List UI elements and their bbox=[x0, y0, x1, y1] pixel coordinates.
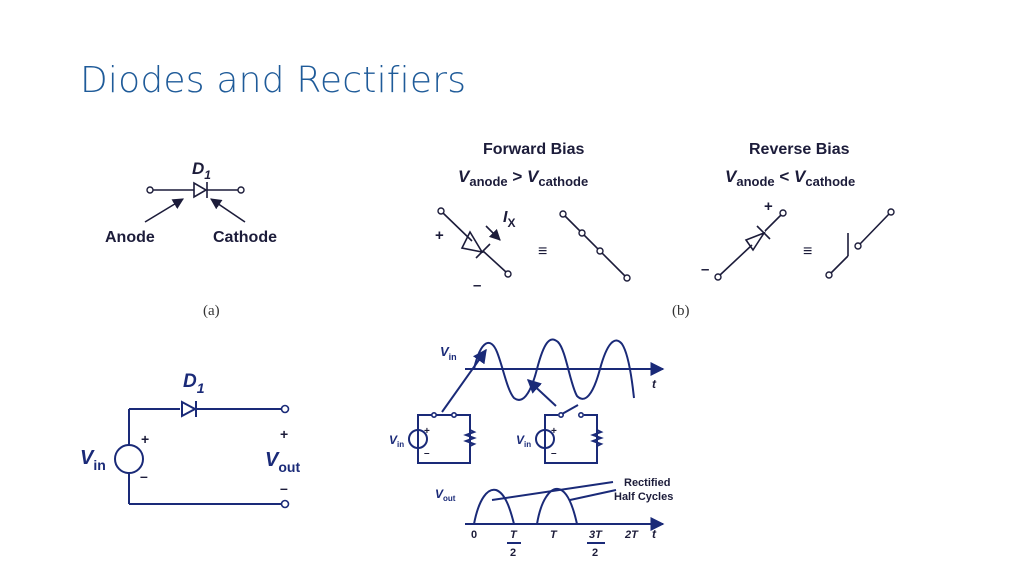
annotation-pointer-2 bbox=[569, 489, 617, 501]
reverse-bias: Reverse Bias Vanode < Vcathode + – ≡ (b) bbox=[672, 141, 895, 319]
diode-symbol: D1 Anode Cathode (a) bbox=[105, 159, 277, 319]
source-circle bbox=[114, 444, 144, 474]
slide-title: Diodes and Rectifiers bbox=[80, 60, 467, 101]
reverse-equiv: ≡ bbox=[803, 243, 812, 260]
diode-name: D bbox=[192, 159, 204, 178]
svg-text:IX: IX bbox=[503, 209, 515, 230]
cathode-label: Cathode bbox=[213, 229, 277, 246]
svg-text:t: t bbox=[652, 527, 657, 541]
svg-text:+: + bbox=[424, 426, 430, 437]
reverse-diode-triangle bbox=[744, 231, 767, 252]
forward-diode-triangle bbox=[460, 230, 484, 254]
svg-text:–: – bbox=[280, 480, 288, 496]
svg-text:D1: D1 bbox=[192, 159, 211, 182]
anode-arrow bbox=[144, 198, 184, 223]
svg-text:2T: 2T bbox=[624, 529, 639, 541]
reverse-bias-title: Reverse Bias bbox=[749, 141, 850, 158]
svg-text:D1: D1 bbox=[183, 371, 205, 396]
rectifier-diode-triangle bbox=[181, 400, 198, 418]
svg-text:T: T bbox=[510, 529, 518, 541]
svg-text:+: + bbox=[280, 426, 288, 442]
caption-a: (a) bbox=[203, 303, 220, 319]
svg-text:+: + bbox=[764, 198, 773, 215]
svg-text:Vin: Vin bbox=[80, 447, 106, 473]
rectifier-circuit: D1 + – Vin + Vout – bbox=[80, 371, 300, 509]
svg-text:–: – bbox=[551, 448, 557, 459]
current-label: I bbox=[503, 209, 508, 226]
annotation-line1: Rectified bbox=[624, 477, 670, 489]
annotation-pointer-1 bbox=[491, 481, 614, 501]
cathode-arrow bbox=[210, 198, 246, 223]
svg-text:–: – bbox=[701, 261, 709, 278]
caption-b: (b) bbox=[672, 303, 690, 319]
svg-text:+: + bbox=[551, 426, 557, 437]
svg-text:–: – bbox=[473, 277, 481, 294]
svg-text:t: t bbox=[652, 377, 657, 391]
svg-text:T: T bbox=[550, 529, 558, 541]
svg-text:Vin: Vin bbox=[516, 433, 531, 449]
waveforms: Vin t Vin + – Vin + – bbox=[389, 338, 673, 559]
vin-sine-wave bbox=[473, 338, 635, 401]
svg-text:Vin: Vin bbox=[389, 433, 404, 449]
circuit-negative-cycle: Vin + – bbox=[516, 404, 604, 464]
svg-text:3T: 3T bbox=[589, 529, 603, 541]
svg-text:2: 2 bbox=[510, 547, 516, 559]
svg-text:Vanode < Vcathode: Vanode < Vcathode bbox=[725, 167, 855, 189]
svg-text:–: – bbox=[140, 468, 148, 484]
diode-triangle bbox=[193, 181, 208, 199]
svg-text:–: – bbox=[424, 448, 430, 459]
forward-bias-title: Forward Bias bbox=[483, 141, 584, 158]
svg-text:Vin: Vin bbox=[440, 344, 457, 362]
annotation-line2: Half Cycles bbox=[614, 491, 673, 503]
circuit-positive-cycle: Vin + – bbox=[389, 409, 477, 464]
svg-text:+: + bbox=[141, 431, 149, 447]
anode-label: Anode bbox=[105, 229, 155, 246]
forward-bias: Forward Bias Vanode > Vcathode + – IX ≡ bbox=[435, 141, 631, 294]
svg-text:Vanode > Vcathode: Vanode > Vcathode bbox=[458, 167, 588, 189]
svg-text:2: 2 bbox=[592, 547, 598, 559]
current-arrow bbox=[485, 225, 501, 241]
svg-text:Vout: Vout bbox=[265, 449, 300, 475]
forward-equiv: ≡ bbox=[538, 243, 547, 260]
svg-text:0: 0 bbox=[471, 529, 477, 541]
svg-text:+: + bbox=[435, 227, 444, 244]
svg-text:Vout: Vout bbox=[435, 487, 456, 503]
diode-subscript: 1 bbox=[204, 168, 211, 182]
